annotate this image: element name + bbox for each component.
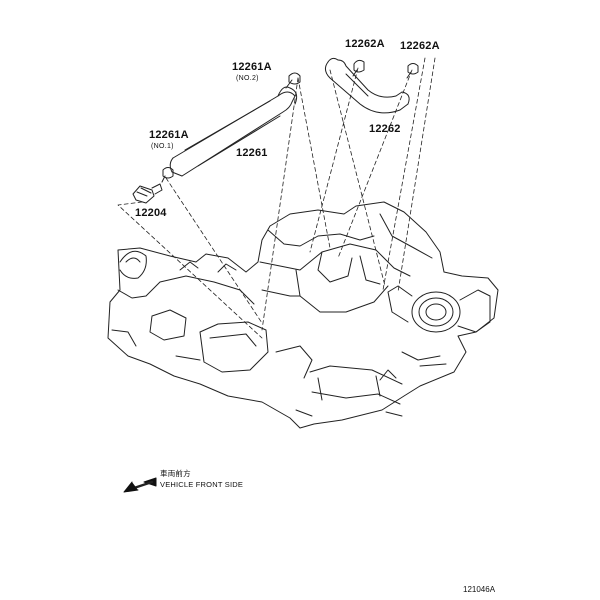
hose-12262 <box>324 57 410 114</box>
front-direction-english: VEHICLE FRONT SIDE <box>160 480 244 489</box>
clamp-12261A-no2 <box>285 72 301 89</box>
dashed-leader-lines <box>117 57 436 339</box>
pcv-valve-12204 <box>132 183 163 204</box>
figure-code: 121046A <box>463 585 496 594</box>
engine-block <box>107 201 499 429</box>
clamp-12262A-left <box>352 59 365 77</box>
part-sublabel-no2: (NO.2) <box>236 75 259 82</box>
clamp-12262A-right <box>406 63 419 79</box>
part-label-12262: 12262 <box>369 123 401 135</box>
part-label-12262A-left: 12262A <box>345 38 385 50</box>
part-label-12261A-no2: 12261A <box>232 61 272 73</box>
part-label-12204: 12204 <box>135 207 167 219</box>
vehicle-front-arrow-icon <box>123 477 157 493</box>
front-direction-japanese: 車両前方 <box>160 469 191 478</box>
part-label-12261A-no1: 12261A <box>149 129 189 141</box>
part-label-12262A-right: 12262A <box>400 40 440 52</box>
part-sublabel-no1: (NO.1) <box>151 143 174 150</box>
hose-12261 <box>169 86 298 177</box>
part-label-12261: 12261 <box>236 147 268 159</box>
clamp-12261A-no1 <box>161 167 174 183</box>
